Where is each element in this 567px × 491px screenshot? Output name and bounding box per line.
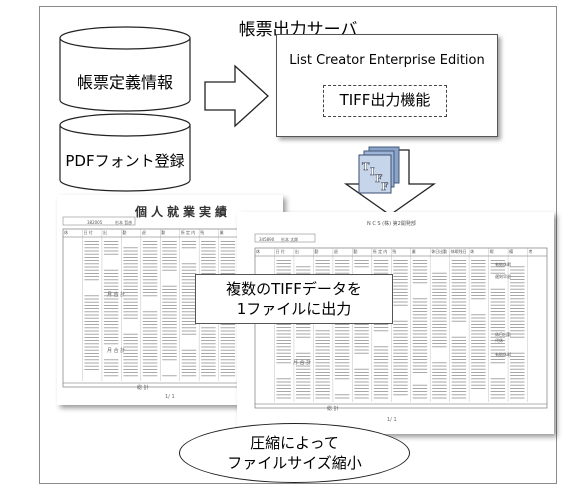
column-header: 残 (200, 230, 205, 235)
app-name: List Creator Enterprise Edition (289, 53, 485, 68)
column-header: 暇 (489, 249, 494, 254)
column-header: 勤 (353, 249, 358, 254)
remark-note: 休日出勤 (495, 332, 511, 337)
column-header: 退 (333, 249, 338, 254)
remark-note: 代休 (495, 338, 503, 343)
column-header: 日 付 (275, 249, 285, 254)
column-header: 残 (392, 249, 397, 254)
tiff-letter: T (362, 162, 370, 173)
remark-note: 有給休暇 (495, 262, 511, 267)
callout-line: 複数のTIFFデータを (226, 280, 362, 298)
grand-total-label: 総 計 (137, 385, 149, 391)
tiff-function-box: TIFF出力機能 (323, 85, 447, 117)
column-header: 退 (141, 230, 146, 235)
column-header: 休 (470, 249, 475, 254)
column-header: 休 (256, 249, 260, 254)
column-header: 所 定 内 (180, 230, 196, 235)
tiff-letter: F (381, 182, 388, 193)
month-total-label: 月 合 計 (293, 360, 312, 366)
column-header: 勤 (314, 249, 319, 254)
column-header: 勤 (122, 230, 127, 235)
header-code: 345890 (259, 237, 275, 242)
compression-ellipse: 圧縮によって ファイルサイズ縮小 (179, 423, 410, 483)
input-arrow (204, 64, 269, 128)
column-header: 所 定 内 (372, 249, 388, 254)
multi-output-callout: 複数のTIFFデータを 1ファイルに出力 (195, 274, 393, 324)
callout-line: 1ファイルに出力 (236, 300, 352, 318)
month-total-label: 月 合 計 (107, 348, 126, 354)
tiff-file-icon: T I F F (358, 146, 400, 194)
list-creator-box: List Creator Enterprise Edition TIFF出力機能 (276, 34, 498, 137)
column-header: 勤 (161, 230, 166, 235)
ellipse-line: 圧縮によって (250, 434, 339, 452)
database-cylinder-fonts (59, 113, 191, 192)
header-code: 382005 (87, 220, 103, 225)
header-name: 杉本 太郎 (281, 237, 299, 242)
tiff-letter: F (375, 174, 382, 185)
grand-total-label: 総 計 (327, 406, 339, 412)
column-header: 出 (294, 249, 299, 254)
db-label-definitions: 帳票定義情報 (76, 73, 173, 92)
header-name: 杉本 哲彦 (115, 220, 133, 225)
tiff-letter: I (370, 167, 375, 178)
column-header: 備 (509, 249, 514, 254)
column-header: 日 付 (83, 230, 93, 235)
month-total-label: 月 合 計 (107, 292, 126, 298)
column-header: 出 (102, 230, 107, 235)
remark-note: 遅刻早退 (495, 274, 511, 279)
remark-note: 有給休暇 (495, 352, 511, 357)
column-header: 休 (64, 230, 68, 235)
column-header: 業 (219, 230, 224, 235)
column-header: 休日出勤 (431, 249, 448, 254)
page-number: 1/ 1 (165, 394, 175, 400)
db-label-fonts: PDFフォント登録 (65, 152, 185, 170)
company-name: N C S (株) 第2開発部 (367, 221, 416, 227)
report-title: 個人就業実績 (135, 205, 232, 219)
page-number: 1/ 1 (387, 417, 397, 423)
column-header: 業 (411, 249, 416, 254)
column-header: 休暇残日 (450, 249, 467, 254)
database-cylinder-definitions (59, 26, 191, 112)
ellipse-line: ファイルサイズ縮小 (227, 454, 362, 472)
column-header: 考 (528, 249, 533, 254)
